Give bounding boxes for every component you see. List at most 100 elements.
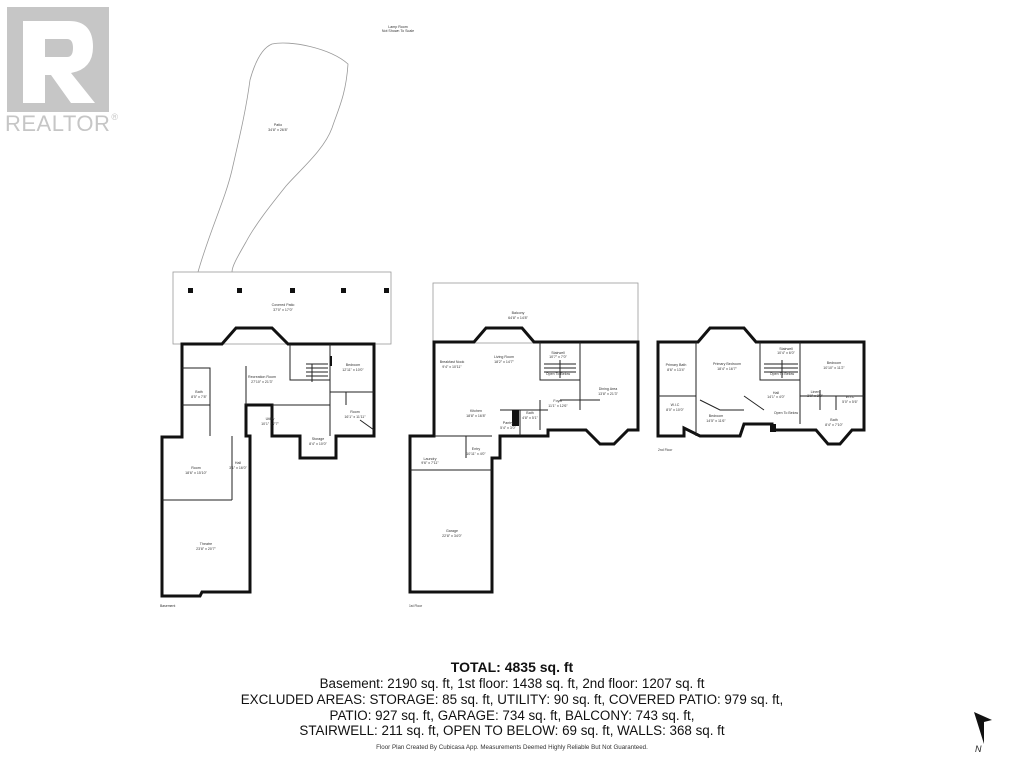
utility-dims: 10'1" x 7'7" (261, 422, 279, 426)
bath-2-dims: 8'4" x 7'10" (825, 423, 843, 427)
foyer-dims: 11'1" x 12'6" (548, 404, 568, 408)
balcony-outline (432, 282, 639, 344)
realtor-logo-icon (7, 7, 109, 112)
hall-2-dims: 14'1" x 4'0" (767, 395, 785, 399)
utility-label: Utility (266, 417, 275, 421)
realtor-wordmark-text: REALTOR (5, 111, 111, 136)
patio-post (237, 288, 242, 293)
theatre-label: Theatre (200, 542, 212, 546)
storage-dims: 8'4" x 10'0" (309, 442, 327, 446)
entry-dims: 10'11" x 4'0" (466, 452, 486, 456)
second-open-to-below-2-label: Open To Below (774, 411, 799, 415)
bath-2-label: Bath (830, 418, 837, 422)
basement-outer-wall (160, 326, 376, 598)
north-label: N (975, 744, 982, 754)
patio-post (341, 288, 346, 293)
breakfast-nook-label: Breakfast Nook (440, 360, 465, 364)
kitchen-dims: 18'8" x 16'8" (466, 414, 486, 418)
trademark-symbol: ® (111, 112, 119, 122)
room-2-dims: 18'6" x 15'10" (185, 471, 207, 475)
bedroom-b-label: Bedroom (709, 414, 724, 418)
basement-plan: Patio 34'8" x 26'8" Covered Patio 37'0" … (160, 42, 392, 608)
hall-2-label: Hall (773, 391, 779, 395)
top-note-dims: Not Shown To Scale (382, 29, 414, 33)
laundry-label: Laundry (424, 457, 437, 461)
second-floor-label: 2nd Floor (658, 448, 673, 452)
wic-a-label: W.I.C (671, 403, 680, 407)
bedroom-label: Bedroom (346, 363, 361, 367)
second-stairwell-label: Stairwell (779, 347, 793, 351)
north-arrow-icon (968, 710, 998, 760)
summary-line-4: STAIRWELL: 211 sq. ft, OPEN TO BELOW: 69… (299, 723, 725, 739)
bedroom-dims: 12'11" x 10'0" (342, 368, 364, 372)
laundry-dims: 9'6" x 7'11" (421, 461, 439, 465)
living-room-label: Living Room (494, 355, 514, 359)
first-floor-plan: Balcony 64'8" x 14'8" Breakfast Nook 9'4… (408, 282, 640, 608)
hall-label: Hall (235, 461, 241, 465)
summary-line-1: Basement: 2190 sq. ft, 1st floor: 1438 s… (319, 676, 705, 691)
first-floor-fixture (512, 410, 519, 426)
covered-patio-dims: 37'0" x 17'0" (273, 308, 293, 312)
second-stairwell-dims: 10'4" x 6'0" (777, 351, 795, 355)
first-bath-label: Bath (526, 411, 533, 415)
first-floor-label: 1st Floor (409, 604, 423, 608)
first-floor-stairs (544, 360, 576, 378)
bedroom-a-dims: 10'10" x 11'2" (823, 366, 845, 370)
recreation-room-dims: 27'10" x 21'3" (251, 380, 273, 384)
primary-bath-dims: 8'6" x 13'4" (667, 368, 685, 372)
first-floor-outer-wall (408, 326, 640, 594)
room-label: Room (350, 410, 360, 414)
summary-line-3: PATIO: 927 sq. ft, GARAGE: 734 sq. ft, B… (329, 707, 695, 723)
second-floor-interior-wall (658, 342, 864, 436)
linen-dims: 3'0" x 2'2" (807, 394, 823, 398)
room-2-label: Room (191, 466, 201, 470)
area-summary: TOTAL: 4835 sq. ft Basement: 2190 sq. ft… (212, 659, 812, 739)
patio-label: Patio (274, 123, 282, 127)
realtor-wordmark: REALTOR® (5, 113, 119, 135)
covered-patio-label: Covered Patio (272, 303, 295, 307)
covered-patio-outline (172, 271, 392, 345)
wic-a-dims: 8'0" x 10'0" (666, 408, 684, 412)
basement-stairs (306, 363, 328, 382)
dining-area-dims: 13'8" x 21'3" (598, 392, 618, 396)
balcony-label: Balcony (512, 311, 525, 315)
floor-plan-drawing: Patio 34'8" x 26'8" Covered Patio 37'0" … (160, 25, 866, 608)
bedroom-a-label: Bedroom (827, 361, 842, 365)
patio-post (188, 288, 193, 293)
theatre-dims: 23'8" x 20'7" (196, 547, 216, 551)
patio-outline (197, 42, 349, 273)
balcony-dims: 64'8" x 14'8" (508, 316, 528, 320)
top-note-name: Lamp Room (388, 25, 408, 29)
credit-note: Floor Plan Created By Cubicasa App. Meas… (376, 744, 648, 751)
second-floor-outer-wall (656, 326, 866, 446)
kitchen-label: Kitchen (470, 409, 482, 413)
primary-bedroom-dims: 18'4" x 16'7" (717, 367, 737, 371)
hall-dims: 3'1" x 16'0" (229, 466, 247, 470)
garage-dims: 22'8" x 34'0" (442, 534, 462, 538)
primary-bedroom-label: Primary Bedroom (713, 362, 741, 366)
open-to-below-label: Open To Below (546, 372, 571, 376)
stairwell-dims: 10'7" x 7'0" (549, 355, 567, 359)
wic-b-label: W.I.C (846, 395, 855, 399)
second-floor-fixture (770, 424, 776, 432)
recreation-room-label: Recreation Room (248, 375, 276, 379)
second-open-to-below-label: Open To Below (770, 372, 795, 376)
second-floor-stairs (764, 360, 798, 378)
breakfast-nook-dims: 9'4" x 10'11" (442, 365, 462, 369)
patio-post (290, 288, 295, 293)
total-area: TOTAL: 4835 sq. ft (450, 659, 574, 675)
living-room-dims: 18'2" x 14'7" (494, 360, 514, 364)
bath-dims: 8'5" x 7'8" (191, 395, 207, 399)
bath-label: Bath (195, 390, 202, 394)
linen-label: Linen (811, 390, 820, 394)
second-floor-plan: Primary Bath 8'6" x 13'4" Primary Bedroo… (656, 326, 866, 452)
primary-bath-label: Primary Bath (666, 363, 687, 367)
first-bath-dims: 4'8" x 5'1" (522, 416, 538, 420)
basement-floor-label: Basement (160, 604, 175, 608)
stairwell-label: Stairwell (551, 351, 565, 355)
room-dims: 16'1" x 11'11" (344, 415, 366, 419)
patio-post (384, 288, 389, 293)
entry-label: Entry (472, 447, 481, 451)
dining-area-label: Dining Area (599, 387, 618, 391)
